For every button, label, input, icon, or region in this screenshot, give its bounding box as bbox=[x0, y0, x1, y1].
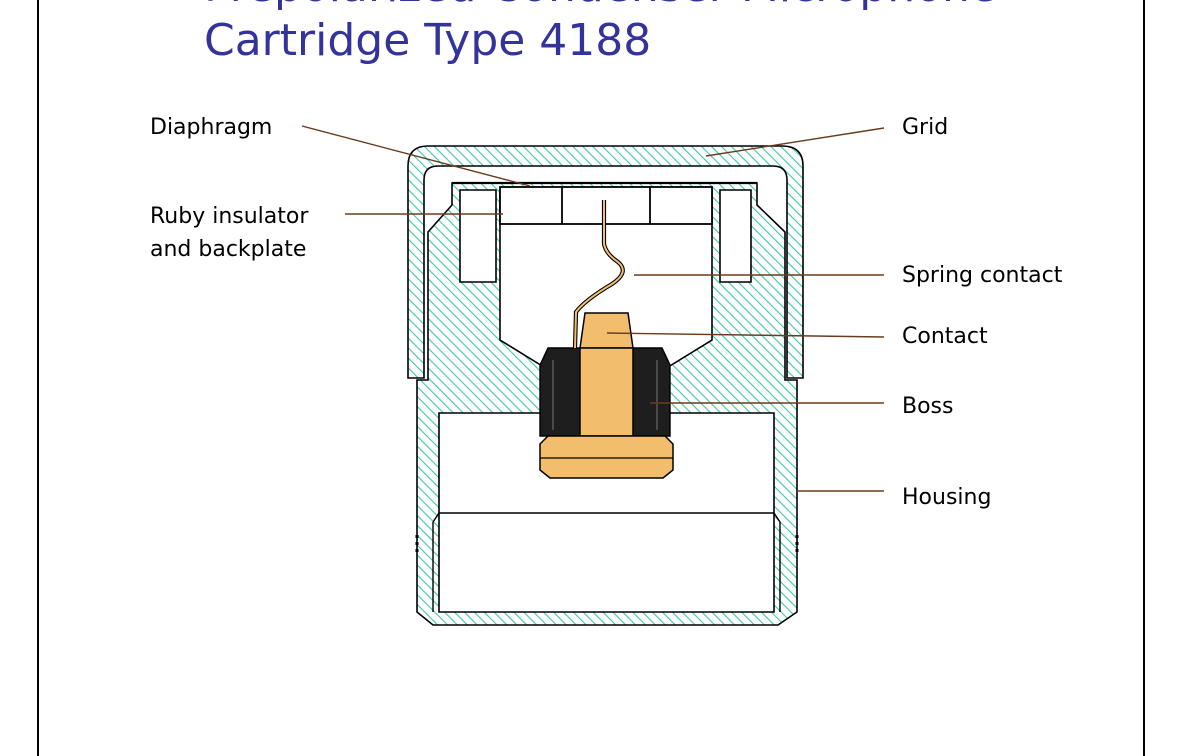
contact-pin-head bbox=[579, 312, 634, 349]
leader-diaphragm bbox=[301, 125, 531, 187]
title-line-2: Cartridge Type 4188 bbox=[204, 15, 652, 66]
label-boss: Boss bbox=[902, 394, 954, 419]
housing-thread-detail bbox=[432, 512, 781, 523]
label-housing: Housing bbox=[902, 485, 992, 510]
leader-lines bbox=[301, 125, 885, 492]
spring-contact-wire-fill bbox=[574, 200, 624, 349]
label-ruby-insulator-line2: and backplate bbox=[150, 237, 307, 262]
contact-base bbox=[539, 435, 674, 479]
contact-pin-shaft bbox=[579, 347, 634, 437]
slide-right-border bbox=[1143, 0, 1145, 756]
label-grid: Grid bbox=[902, 115, 949, 140]
label-ruby-insulator-line1: Ruby insulator bbox=[150, 204, 309, 229]
label-spring-contact: Spring contact bbox=[902, 263, 1063, 288]
label-diaphragm: Diaphragm bbox=[150, 115, 273, 140]
label-contact: Contact bbox=[902, 324, 988, 349]
leader-contact bbox=[606, 332, 885, 338]
title-line-1: Prepolarized Condenser Microphone bbox=[204, 0, 997, 14]
grid-cap bbox=[407, 145, 804, 379]
slide-left-border bbox=[37, 0, 39, 756]
leader-grid bbox=[705, 127, 885, 157]
slide-title: Prepolarized Condenser Microphone Cartri… bbox=[204, 0, 997, 68]
